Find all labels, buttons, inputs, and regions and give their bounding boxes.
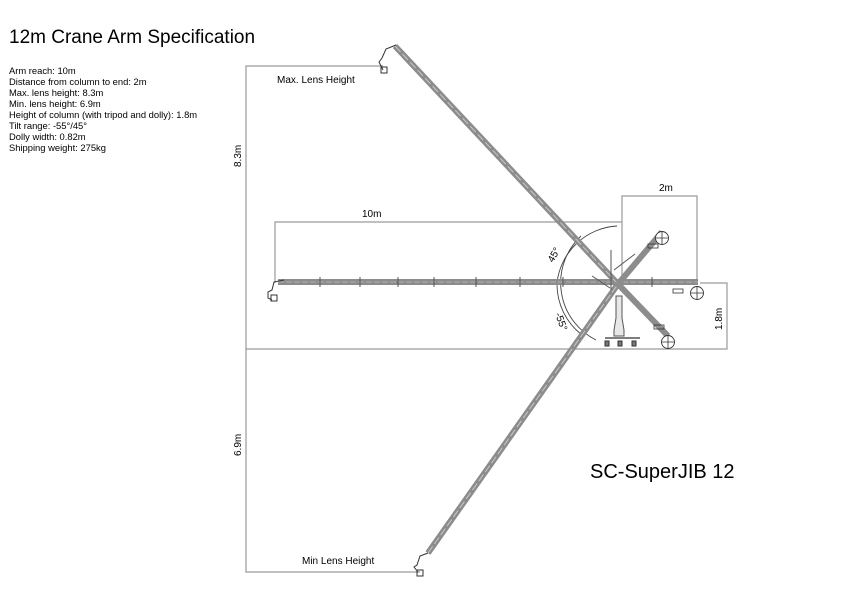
arm-reach-dimension-line — [274, 221, 622, 283]
arm-reach-label: 10m — [362, 209, 381, 220]
spec-tilt-range: Tilt range: -55°/45° — [9, 120, 88, 131]
min-height-dim-label: 6.9m — [233, 434, 244, 456]
spec-list: Arm reach: 10m Distance from column to e… — [9, 65, 197, 153]
spec-max-lens-height: Max. lens height: 8.3m — [9, 87, 104, 98]
tilt-down-label: -55° — [552, 311, 569, 332]
spec-arm-reach: Arm reach: 10m — [9, 65, 76, 76]
camera-head-icon — [378, 44, 397, 74]
page-title: 12m Crane Arm Specification — [9, 27, 256, 48]
counter-end-label: 2m — [659, 183, 673, 194]
counterweight-icon — [672, 288, 684, 294]
dolly-wheel-icon — [604, 340, 637, 347]
max-height-dimension-line — [245, 65, 728, 350]
counter-end-dimension-line — [621, 195, 698, 283]
dimension-lines — [245, 65, 728, 573]
camera-head-icon — [413, 552, 429, 577]
spec-dolly-width: Dolly width: 0.82m — [9, 131, 86, 142]
tilt-up-label: 45° — [546, 246, 563, 265]
camera-head-icon — [267, 279, 285, 302]
spec-distance-column-to-end: Distance from column to end: 2m — [9, 76, 147, 87]
min-height-dimension-line — [245, 349, 420, 573]
column-tripod — [591, 250, 640, 347]
spec-min-lens-height: Min. lens height: 6.9m — [9, 98, 101, 109]
arm-horizontal — [267, 277, 704, 302]
max-height-dim-label: 8.3m — [233, 145, 244, 167]
arm-up — [378, 43, 669, 287]
min-lens-height-label: Min Lens Height — [302, 556, 374, 567]
model-name: SC-SuperJIB 12 — [590, 461, 735, 483]
arm-down — [413, 281, 675, 577]
spec-shipping-weight: Shipping weight: 275kg — [9, 142, 106, 153]
spec-column-height: Height of column (with tripod and dolly)… — [9, 109, 198, 120]
max-lens-height-label: Max. Lens Height — [277, 75, 355, 86]
tilt-arc — [556, 225, 618, 336]
column-height-dim-label: 1.8m — [714, 308, 725, 330]
